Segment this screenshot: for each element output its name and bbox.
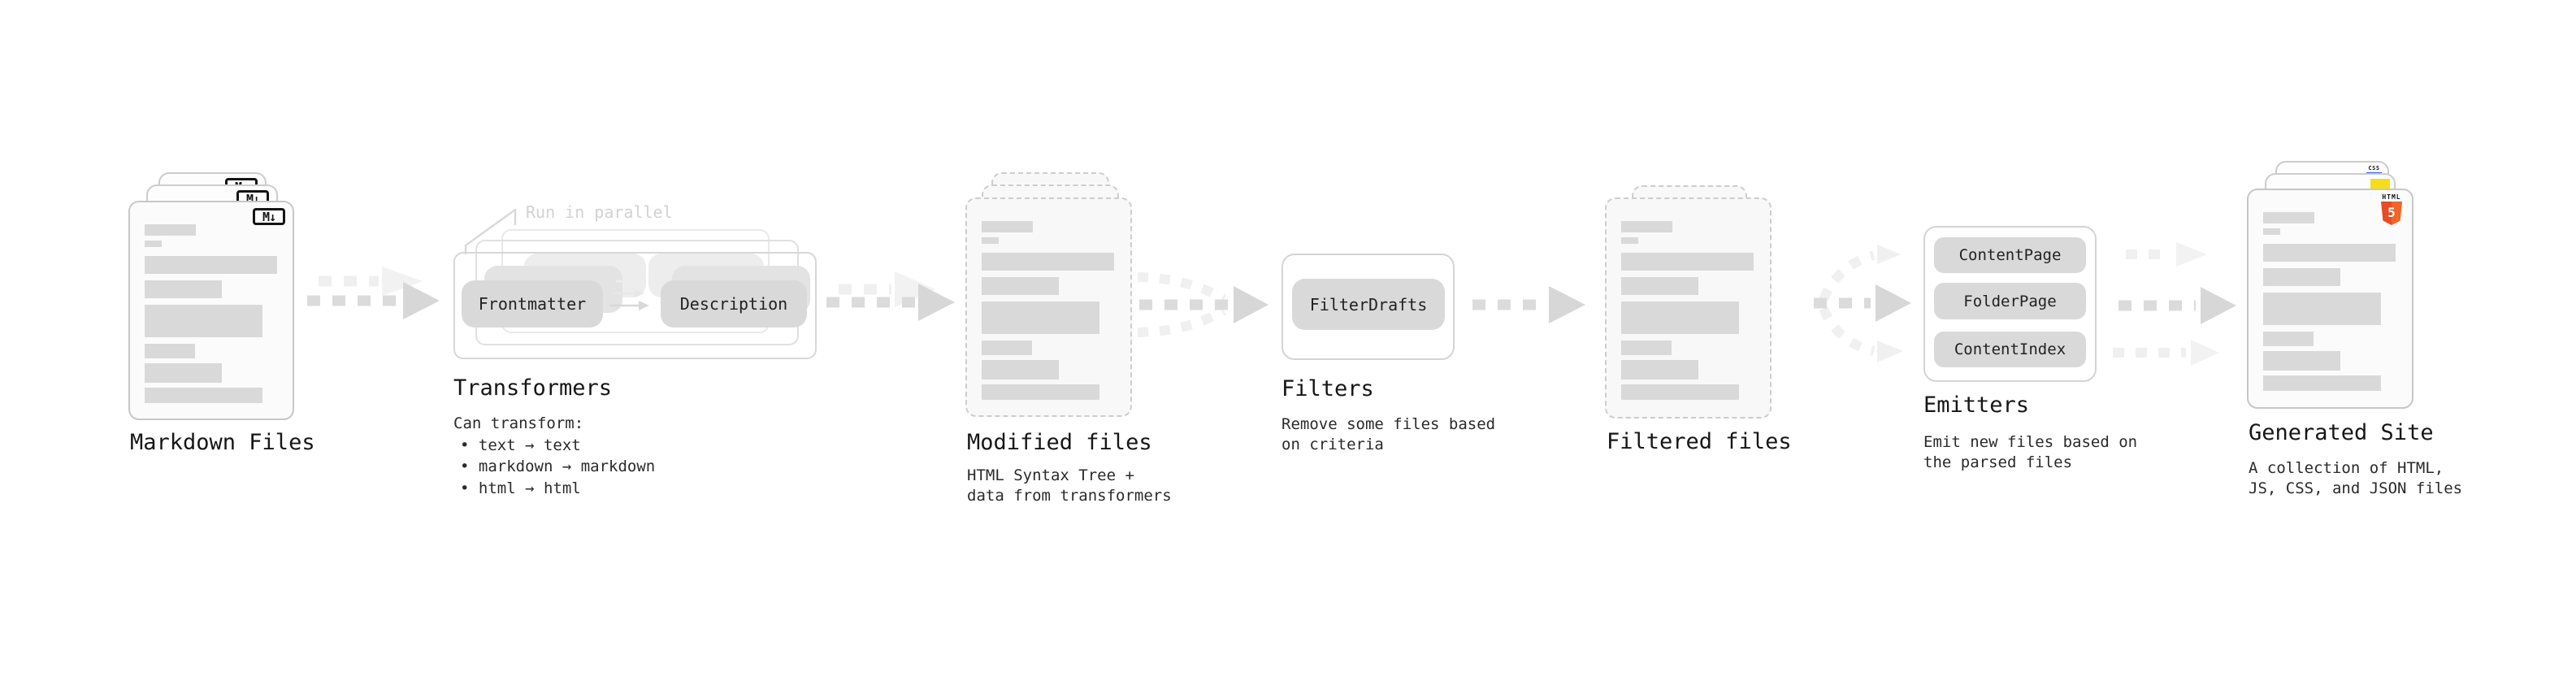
filtered-files-title: Filtered files [1607, 429, 1792, 454]
text-line-placeholder [982, 340, 1032, 355]
text-line-placeholder [1621, 360, 1698, 380]
transformer-box-front [453, 252, 817, 359]
markdown-icon: M↓ [253, 208, 285, 225]
doc-content-placeholder [982, 221, 1114, 400]
modified-files-title: Modified files [967, 430, 1152, 455]
emitters-desc: the parsed files [1923, 453, 2073, 471]
text-line-placeholder [2263, 332, 2314, 346]
markdown-file-card: M↓ [128, 201, 294, 420]
emitter-pill-contentindex: ContentIndex [1934, 332, 2086, 367]
text-line-placeholder [982, 221, 1033, 232]
transformer-pill-description: Description [661, 280, 807, 327]
text-line-placeholder [982, 360, 1059, 380]
filters-desc: on criteria [1281, 436, 1384, 453]
doc-content-placeholder [145, 224, 277, 403]
text-line-placeholder [145, 363, 222, 383]
transformers-desc-heading: Can transform: [453, 414, 584, 432]
text-line-placeholder [145, 256, 277, 274]
text-line-placeholder [2263, 375, 2381, 391]
emitters-title: Emitters [1923, 393, 2030, 418]
modified-file-card [965, 197, 1132, 417]
text-line-placeholder [145, 241, 162, 247]
text-line-placeholder [2263, 212, 2314, 223]
generated-site-desc: JS, CSS, and JSON files [2249, 479, 2463, 497]
text-line-placeholder [2263, 228, 2280, 235]
text-line-placeholder [982, 301, 1099, 334]
javascript-icon [2370, 179, 2390, 189]
text-line-placeholder [1621, 277, 1698, 295]
transformers-title: Transformers [453, 375, 613, 401]
generated-file-card-html: HTML 5 [2247, 189, 2413, 409]
text-line-placeholder [1621, 253, 1754, 271]
text-line-placeholder [145, 388, 262, 403]
text-line-placeholder [1621, 221, 1672, 232]
emitters-desc: Emit new files based on [1923, 433, 2138, 451]
transformers-bullet: • text → text [460, 436, 581, 454]
text-line-placeholder [145, 224, 196, 236]
doc-content-placeholder [1621, 221, 1754, 400]
emitter-pill-contentpage: ContentPage [1934, 237, 2086, 273]
text-line-placeholder [145, 280, 222, 298]
text-line-placeholder [1621, 237, 1638, 244]
doc-content-placeholder [2263, 212, 2396, 391]
modified-files-desc: HTML Syntax Tree + [967, 466, 1134, 484]
text-line-placeholder [982, 384, 1099, 400]
text-line-placeholder [145, 344, 195, 358]
filter-pill-filterdrafts: FilterDrafts [1292, 279, 1445, 330]
filtered-file-card [1605, 197, 1772, 419]
text-line-placeholder [1621, 301, 1739, 334]
transformers-bullet: • markdown → markdown [460, 458, 656, 475]
filters-desc: Remove some files based [1281, 415, 1496, 433]
text-line-placeholder [1621, 384, 1739, 400]
text-line-placeholder [2263, 244, 2396, 262]
transformer-pill-frontmatter: Frontmatter [462, 280, 603, 327]
text-line-placeholder [982, 277, 1059, 295]
svg-text:5: 5 [2387, 205, 2396, 220]
html5-icon: HTML 5 [2380, 193, 2403, 225]
filters-title: Filters [1281, 376, 1374, 401]
generated-site-desc: A collection of HTML, [2249, 459, 2444, 477]
text-line-placeholder [2263, 268, 2340, 286]
text-line-placeholder [1621, 340, 1672, 355]
text-line-placeholder [982, 253, 1114, 271]
modified-files-desc: data from transformers [967, 487, 1172, 505]
emitter-pill-folderpage: FolderPage [1934, 283, 2086, 319]
markdown-files-title: Markdown Files [130, 430, 315, 455]
text-line-placeholder [982, 237, 999, 244]
run-in-parallel-note: Run in parallel [526, 202, 673, 222]
generated-site-title: Generated Site [2249, 420, 2434, 445]
transformers-bullet: • html → html [460, 479, 581, 497]
text-line-placeholder [2263, 293, 2381, 325]
text-line-placeholder [145, 305, 262, 337]
text-line-placeholder [2263, 351, 2340, 371]
